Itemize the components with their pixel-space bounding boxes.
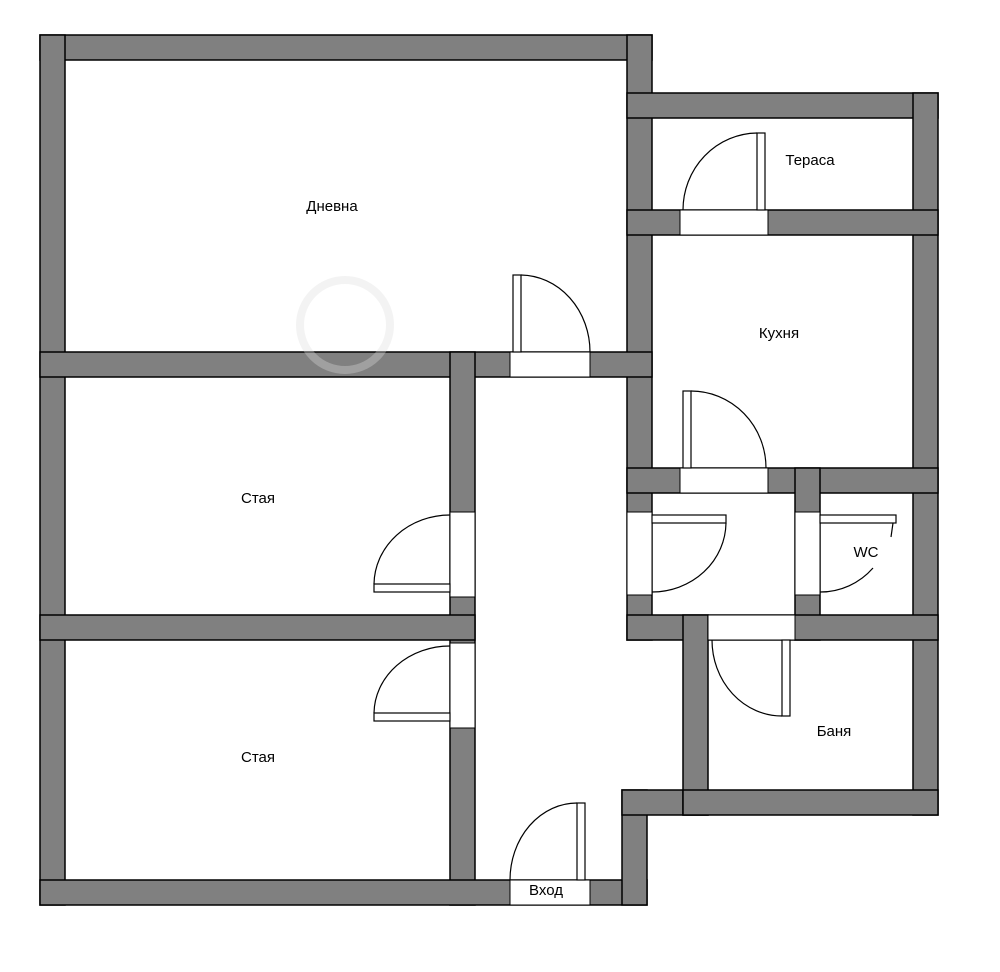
room-label-living: Дневна (306, 198, 358, 215)
door-opening-room1[interactable] (449, 511, 476, 598)
watermark-circle-icon (296, 276, 394, 374)
room-label-bathroom: Баня (817, 723, 852, 740)
wall (39, 614, 476, 641)
door-swing (509, 802, 578, 881)
wall (626, 92, 939, 119)
door-swing (373, 645, 451, 714)
door-swing (819, 567, 874, 593)
room-label-wc: WC (854, 544, 879, 561)
door-swing (682, 132, 758, 211)
door-leaf (682, 390, 692, 469)
door-leaf (651, 514, 727, 524)
wall (626, 209, 939, 236)
wall (682, 789, 939, 816)
door-leaf (373, 712, 451, 722)
door-opening-room2[interactable] (449, 642, 476, 729)
door-swing (520, 274, 591, 353)
door-swing (711, 639, 783, 717)
door-opening-bathroom[interactable] (707, 614, 796, 641)
door-opening-living[interactable] (509, 351, 591, 378)
door-opening-hall[interactable] (626, 511, 653, 596)
door-leaf (373, 583, 451, 593)
room-label-room1: Стая (241, 490, 275, 507)
door-opening-wc[interactable] (794, 511, 821, 596)
door-leaf (819, 514, 897, 524)
door-swing (690, 390, 767, 469)
door-swing (651, 522, 727, 593)
wall (912, 92, 939, 816)
wall (682, 614, 709, 816)
door-swing (373, 514, 451, 585)
door-leaf (576, 802, 586, 881)
wall (39, 34, 653, 61)
door-leaf (756, 132, 766, 211)
door-openings (449, 209, 821, 906)
room-label-kitchen: Кухня (759, 325, 799, 342)
wall (39, 34, 66, 906)
room-labels: Дневна Тераса Кухня Стая WC Стая Баня Вх… (241, 152, 879, 899)
wall (626, 467, 939, 494)
watermark-logo (296, 276, 394, 374)
room-label-room2: Стая (241, 749, 275, 766)
door-leaf (781, 639, 791, 717)
door-leaf (512, 274, 522, 353)
room-label-entrance: Вход (529, 882, 563, 899)
door-swing (890, 522, 894, 538)
walls (39, 34, 939, 906)
door-opening-entrance[interactable] (509, 879, 591, 906)
door-leaves (373, 132, 897, 881)
door-opening-kitchen[interactable] (679, 467, 769, 494)
door-opening-terrace[interactable] (679, 209, 769, 236)
room-label-terrace: Тераса (785, 152, 835, 169)
